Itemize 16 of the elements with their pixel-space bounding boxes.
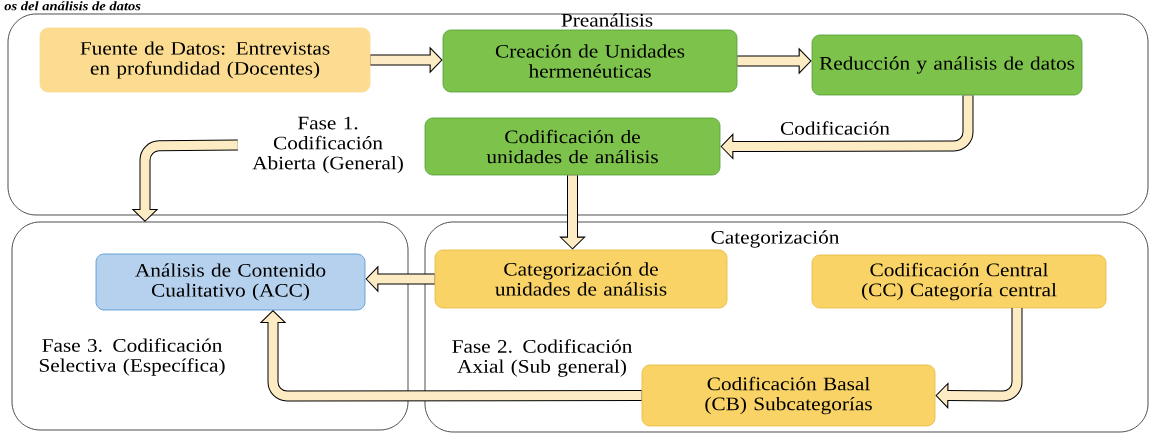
edge-label: Codificación [779, 120, 891, 136]
process-box: Codificación Central (CC) Categoría central [811, 254, 1107, 309]
group-heading: Categorización [711, 230, 840, 248]
process-box: Categorización de unidades de análisis [434, 249, 728, 309]
block-arrow [259, 310, 642, 402]
process-box: Creación de Unidades hermenéuticas [442, 29, 738, 93]
process-box: Codificación Basal (CB) Subcategorías [641, 364, 936, 427]
process-box: Codificación de unidades de análisis [424, 117, 721, 176]
phase-label: Fase 1. Codificación Abierta (General) [252, 116, 403, 174]
process-box: Reducción y análisis de datos [811, 34, 1083, 96]
title: os del análisis de datos [4, 1, 141, 11]
group-heading: Preanálisis [561, 13, 653, 27]
phase-label: Fase 2. Codificación Axial (Sub general) [452, 339, 633, 377]
group-heading: Fase 3. Codificación Selectiva (Específica) [39, 338, 225, 376]
process-box: Fuente de Datos: Entrevistas en profundidad (Docentes) [39, 27, 371, 93]
process-box: Análisis de Contenido Cualitativo (ACC) [95, 253, 366, 311]
